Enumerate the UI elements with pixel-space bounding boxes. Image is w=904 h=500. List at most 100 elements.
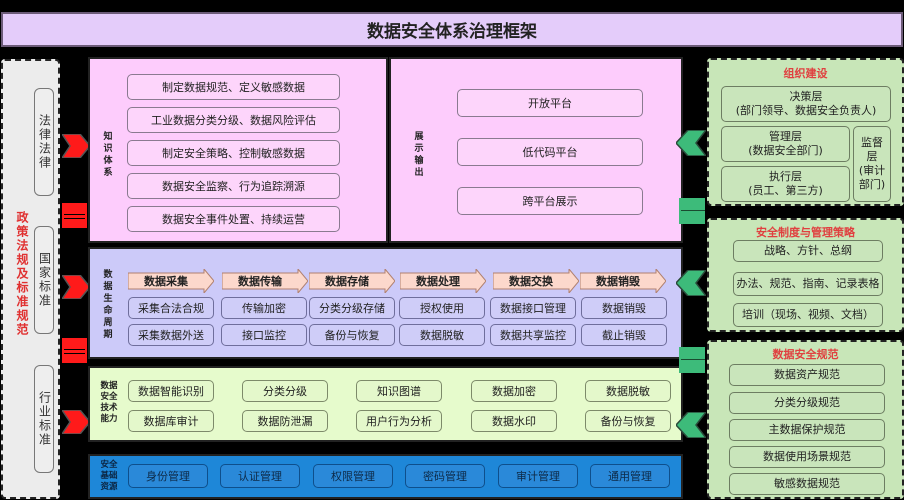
knowledge-panel: 知识体系 制定数据规范、定义敏感数据 工业数据分类分级、数据风险评估 制定安全策… — [88, 57, 388, 243]
stage-name: 数据处理 — [416, 275, 460, 288]
layer-desc: (数据安全部门) — [748, 144, 823, 157]
lifecycle-item: 采集合法合规 — [128, 297, 214, 319]
policy-management-item: 战略、方针、总纲 — [733, 240, 883, 262]
stage-arrow-collect: 数据采集 — [127, 267, 215, 295]
data-spec-item: 主数据保护规范 — [729, 419, 885, 441]
display-output-label: 展示输出 — [414, 132, 424, 178]
org-management-layer: 管理层 (数据安全部门) — [721, 126, 850, 162]
tech-capability-panel: 数据安全技术能力 数据智能识别 分类分级 知识图谱 数据加密 数据脱敏 数据库审… — [88, 366, 683, 442]
base-item: 身份管理 — [128, 464, 208, 488]
layer-desc: (员工、第三方) — [748, 184, 823, 197]
policy-management-item: 培训（现场、视频、文档） — [733, 303, 883, 327]
tech-item: 数据库审计 — [128, 410, 214, 432]
stage-arrow-store: 数据存储 — [308, 267, 396, 295]
org-execution-layer: 执行层 (员工、第三方) — [721, 166, 850, 202]
tech-item: 知识图谱 — [356, 380, 442, 402]
org-decision-layer: 决策层 (部门领导、数据安全负责人) — [721, 86, 891, 122]
stage-name: 数据传输 — [238, 275, 282, 288]
policy-management-item: 办法、规范、指南、记录表格 — [733, 272, 883, 296]
layer-desc: (审计部门) — [858, 164, 886, 191]
tech-item: 用户行为分析 — [356, 410, 442, 432]
stage-arrow-process: 数据处理 — [399, 267, 487, 295]
lifecycle-label: 数据生命周期 — [103, 270, 113, 340]
left-arrow-icon — [676, 130, 706, 156]
right-arrow-icon — [62, 134, 90, 158]
data-spec-item: 数据使用场景规范 — [729, 446, 885, 468]
lifecycle-item: 数据脱敏 — [399, 324, 485, 346]
lifecycle-item: 传输加密 — [221, 297, 307, 319]
lifecycle-panel: 数据生命周期 数据采集 数据传输 数据存储 数据处理 数据交换 数据销毁 采集合… — [88, 247, 683, 359]
data-spec-item: 分类分级规范 — [729, 392, 885, 414]
layer-name: 监督层 — [861, 136, 883, 163]
lifecycle-item: 数据共享监控 — [490, 324, 576, 346]
base-item: 认证管理 — [220, 464, 300, 488]
connector-block-icon — [679, 198, 705, 224]
right-arrow-icon — [62, 410, 90, 434]
display-item: 跨平台展示 — [457, 187, 643, 215]
stage-name: 数据采集 — [144, 275, 188, 288]
tech-item: 备份与恢复 — [585, 410, 671, 432]
knowledge-item: 工业数据分类分级、数据风险评估 — [127, 107, 340, 133]
knowledge-item: 制定安全策略、控制敏感数据 — [127, 140, 340, 166]
page-title: 数据安全体系治理框架 — [1, 12, 903, 47]
tech-capability-label: 数据安全技术能力 — [100, 381, 118, 424]
lifecycle-item: 接口监控 — [221, 324, 307, 346]
org-title: 组织建设 — [783, 67, 828, 80]
layer-desc: (部门领导、数据安全负责人) — [735, 104, 877, 117]
tech-item: 数据水印 — [471, 410, 557, 432]
layer-name: 执行层 — [769, 170, 802, 183]
lifecycle-item: 数据接口管理 — [490, 297, 576, 319]
connector-block-icon — [62, 338, 87, 363]
policy-management-title: 安全制度与管理策略 — [756, 226, 855, 239]
org-building-box: 组织建设 决策层 (部门领导、数据安全负责人) 管理层 (数据安全部门) 执行层… — [707, 58, 904, 206]
knowledge-item: 数据安全监察、行为追踪溯源 — [127, 173, 340, 199]
lifecycle-item: 截止销毁 — [581, 324, 667, 346]
base-resource-panel: 安全基础资源 身份管理 认证管理 权限管理 密码管理 审计管理 通用管理 — [88, 454, 683, 499]
right-arrow-icon — [62, 275, 90, 299]
base-item: 权限管理 — [313, 464, 393, 488]
knowledge-label: 知识体系 — [103, 132, 113, 178]
left-arrow-icon — [676, 270, 706, 296]
data-spec-item: 数据资产规范 — [729, 364, 885, 386]
tech-item: 数据加密 — [471, 380, 557, 402]
stage-name: 数据交换 — [509, 275, 553, 288]
data-spec-title: 数据安全规范 — [772, 348, 839, 361]
policy-label: 政策法规及标准规范 — [15, 211, 29, 337]
base-resource-label: 安全基础资源 — [100, 460, 118, 492]
connector-block-icon — [679, 347, 705, 373]
policy-item-law: 法律法律 — [34, 88, 54, 196]
lifecycle-item: 备份与恢复 — [309, 324, 395, 346]
org-supervision-layer: 监督层 (审计部门) — [853, 126, 891, 202]
knowledge-item: 制定数据规范、定义敏感数据 — [127, 74, 340, 100]
tech-item: 数据脱敏 — [585, 380, 671, 402]
base-item: 审计管理 — [498, 464, 578, 488]
display-item: 开放平台 — [457, 89, 643, 117]
data-spec-item: 敏感数据规范 — [729, 473, 885, 495]
display-output-panel: 展示输出 开放平台 低代码平台 跨平台展示 — [389, 57, 683, 243]
policy-item-industry-standard: 行业标准 — [34, 365, 54, 473]
stage-arrow-exchange: 数据交换 — [492, 267, 580, 295]
stage-arrow-destroy: 数据销毁 — [579, 267, 667, 295]
left-arrow-icon — [676, 412, 706, 438]
policy-management-box: 安全制度与管理策略 战略、方针、总纲 办法、规范、指南、记录表格 培训（现场、视… — [707, 218, 904, 332]
policy-item-national-standard: 国家标准 — [34, 226, 54, 334]
lifecycle-item: 数据销毁 — [581, 297, 667, 319]
tech-item: 数据防泄漏 — [242, 410, 328, 432]
lifecycle-item: 授权使用 — [399, 297, 485, 319]
layer-name: 决策层 — [789, 90, 823, 103]
stage-name: 数据销毁 — [596, 275, 640, 288]
connector-block-icon — [62, 203, 87, 228]
stage-name: 数据存储 — [325, 275, 369, 288]
policy-column: 政策法规及标准规范 法律法律 国家标准 行业标准 — [1, 59, 60, 499]
layer-name: 管理层 — [769, 130, 802, 143]
tech-item: 分类分级 — [242, 380, 328, 402]
base-item: 通用管理 — [590, 464, 670, 488]
stage-arrow-transfer: 数据传输 — [221, 267, 309, 295]
lifecycle-item: 采集数据外送 — [128, 324, 214, 346]
tech-item: 数据智能识别 — [128, 380, 214, 402]
knowledge-item: 数据安全事件处置、持续运营 — [127, 206, 340, 232]
display-item: 低代码平台 — [457, 138, 643, 166]
base-item: 密码管理 — [405, 464, 485, 488]
data-spec-box: 数据安全规范 数据资产规范 分类分级规范 主数据保护规范 数据使用场景规范 敏感… — [707, 340, 904, 499]
lifecycle-item: 分类分级存储 — [309, 297, 395, 319]
